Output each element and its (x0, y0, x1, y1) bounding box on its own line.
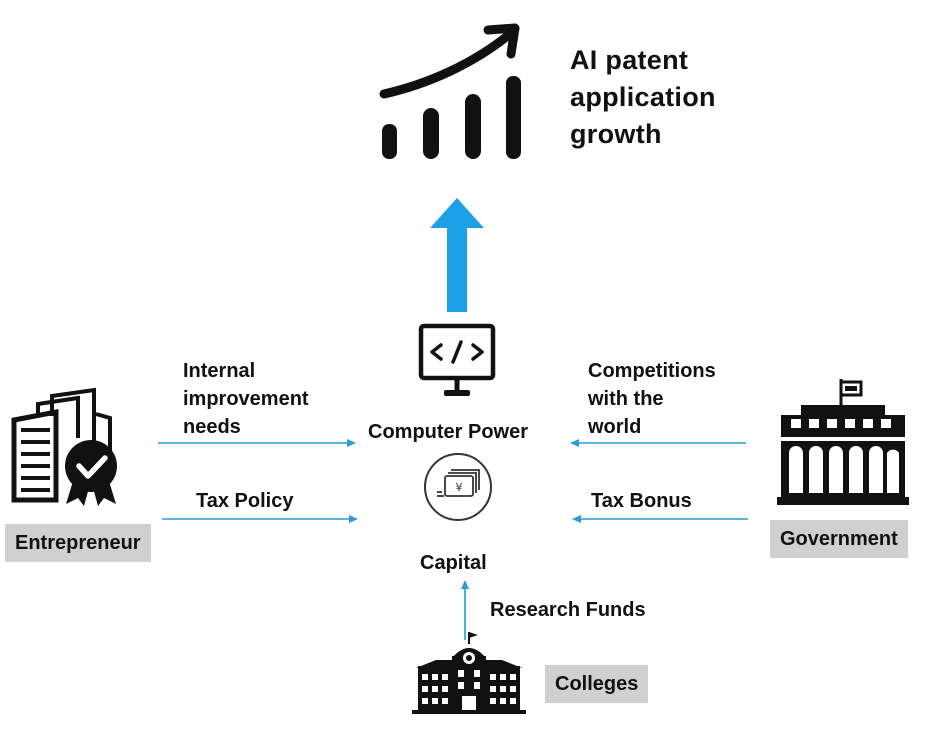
internal-needs-line-3: needs (183, 416, 241, 438)
research-funds-label: Research Funds (490, 599, 646, 621)
competitions-line-3: world (588, 416, 642, 438)
internal-needs-line-1: Internal (183, 360, 256, 382)
tax-bonus-label: Tax Bonus (591, 490, 692, 512)
internal-needs-line-2: improvement (183, 388, 309, 410)
title-line-2: application (570, 82, 716, 112)
arrow-competitions (570, 439, 746, 447)
entrepreneur-badge: Entrepreneur (5, 524, 151, 562)
government-building-icon (777, 379, 909, 505)
computer-power-label: Computer Power (368, 421, 529, 443)
title-line-1: AI patent (570, 45, 689, 75)
competitions-line-1: Competitions (588, 360, 716, 382)
arrow-tax-policy (162, 515, 358, 523)
growth-chart-icon (379, 23, 521, 159)
arrow-tax-bonus (572, 515, 748, 523)
code-monitor-icon (418, 323, 496, 396)
arrow-research-funds (461, 580, 469, 640)
entrepreneur-certificate-icon (11, 387, 117, 506)
college-building-icon (412, 632, 526, 714)
competitions-line-2: with the (588, 388, 664, 410)
arrow-internal-needs (158, 439, 356, 447)
capital-label: Capital (420, 552, 487, 574)
big-up-arrow (430, 198, 484, 312)
colleges-badge: Colleges (545, 665, 649, 703)
government-badge: Government (770, 520, 908, 558)
yen-symbol: ¥ (456, 481, 463, 494)
tax-policy-label: Tax Policy (196, 490, 294, 512)
money-circle-icon: ¥ (424, 453, 492, 521)
title-line-3: growth (570, 119, 662, 149)
